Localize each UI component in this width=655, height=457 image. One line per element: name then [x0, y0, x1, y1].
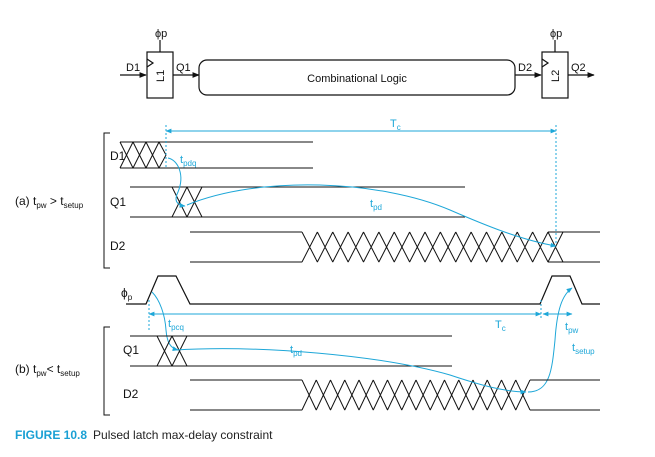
case-b-waveforms	[130, 335, 600, 411]
figure-caption: FIGURE 10.8 Pulsed latch max-delay constr…	[15, 428, 272, 442]
case-a-bracket	[103, 132, 110, 269]
tpd-label-b: tpd	[290, 344, 302, 358]
tpcq-label: tpcq	[168, 318, 184, 332]
clock-row	[126, 275, 600, 305]
tpdq-arrow	[167, 157, 186, 208]
svg-text:(a) tpw > tsetup: (a) tpw > tsetup	[15, 194, 84, 210]
case-b-bracket	[103, 326, 110, 416]
block-diagram-labels: ϕp D1 L1 Q1 Combinational Logic D2 L2 ϕp…	[126, 28, 586, 85]
d2-signal-label-b: D2	[123, 387, 139, 401]
clock-label-l1: ϕp	[155, 28, 167, 40]
q1-output-label: Q1	[176, 62, 191, 74]
block-diagram	[120, 40, 595, 99]
tc-arrow-a	[165, 125, 557, 245]
case-b-label: (b) tpw< tsetup	[15, 362, 80, 378]
d2-input-label: D2	[518, 62, 532, 74]
tpd-arrow-a	[186, 184, 557, 248]
latch1-label: L1	[155, 70, 167, 82]
latch2-label: L2	[550, 70, 562, 82]
case-a-waveforms	[119, 141, 600, 263]
svg-text:(b) tpw< tsetup: (b) tpw< tsetup	[15, 362, 80, 378]
tpdq-label: tpdq	[180, 154, 196, 168]
tpd-arrow-b	[174, 348, 527, 395]
q1-signal-label-a: Q1	[110, 195, 126, 209]
case-b-signal-labels: Q1 D2	[123, 343, 139, 401]
clock-annotations	[148, 287, 573, 393]
case-a-label: (a) tpw > tsetup	[15, 194, 84, 210]
case-a-signal-labels: D1 Q1 D2	[110, 149, 126, 253]
d1-input-label: D1	[126, 62, 140, 74]
figure-number: FIGURE 10.8	[15, 428, 88, 442]
tc-label-b: Tc	[495, 319, 506, 333]
logic-label: Combinational Logic	[307, 73, 407, 85]
figure-title: Pulsed latch max-delay constraint	[93, 428, 273, 442]
latch-l2	[541, 51, 569, 99]
clock-label-l2: ϕp	[550, 28, 562, 40]
d1-signal-label: D1	[110, 149, 126, 163]
tpw-label: tpw	[565, 321, 579, 335]
combinational-logic-block	[198, 59, 516, 96]
tsetup-label: tsetup	[572, 342, 595, 356]
d2-signal-label-a: D2	[110, 239, 126, 253]
clock-signal-label: ϕp	[121, 286, 133, 302]
q1-signal-label-b: Q1	[123, 343, 139, 357]
q2-output-label: Q2	[571, 62, 586, 74]
tc-label-a: Tc	[390, 118, 401, 132]
tpd-label-a: tpd	[370, 198, 382, 212]
